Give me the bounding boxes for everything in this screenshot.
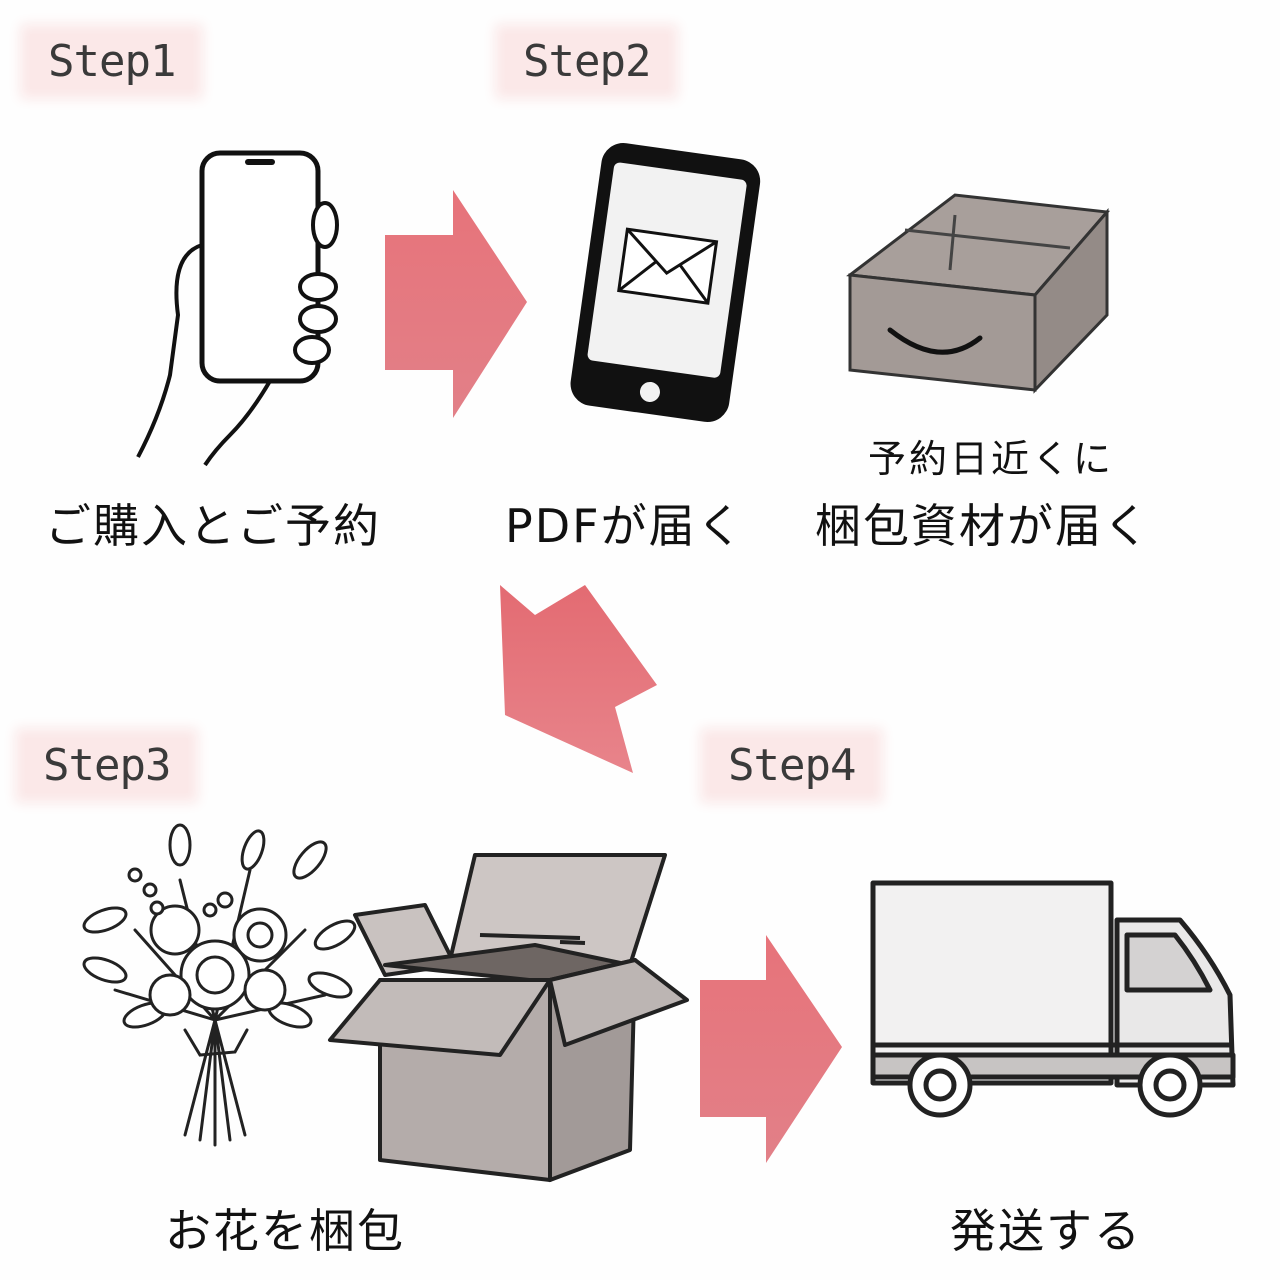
arrow-down-left-icon (500, 585, 657, 773)
step2-label: Step2 (505, 34, 669, 89)
step3-label: Step3 (25, 738, 189, 793)
bouquet-icon (82, 823, 357, 1147)
caption-pack-flowers: お花を梱包 (165, 1204, 405, 1258)
step1-label: Step1 (30, 34, 194, 89)
caption-packing-note: 予約日近くに (868, 437, 1115, 481)
open-box-icon (328, 853, 689, 1182)
phone-mail-icon (570, 143, 761, 423)
caption-packing-material: 梱包資材が届く (815, 499, 1151, 553)
closed-box-icon (846, 193, 1111, 394)
arrow-right-icon-2 (700, 935, 842, 1163)
step4-label: Step4 (710, 738, 874, 793)
arrow-right-icon (385, 190, 527, 418)
caption-ship: 発送する (950, 1204, 1142, 1258)
caption-purchase: ご購入とご予約 (45, 499, 381, 553)
caption-pdf: PDFが届く (505, 499, 745, 553)
truck-icon (870, 880, 1236, 1118)
hand-phone-icon (136, 150, 339, 467)
